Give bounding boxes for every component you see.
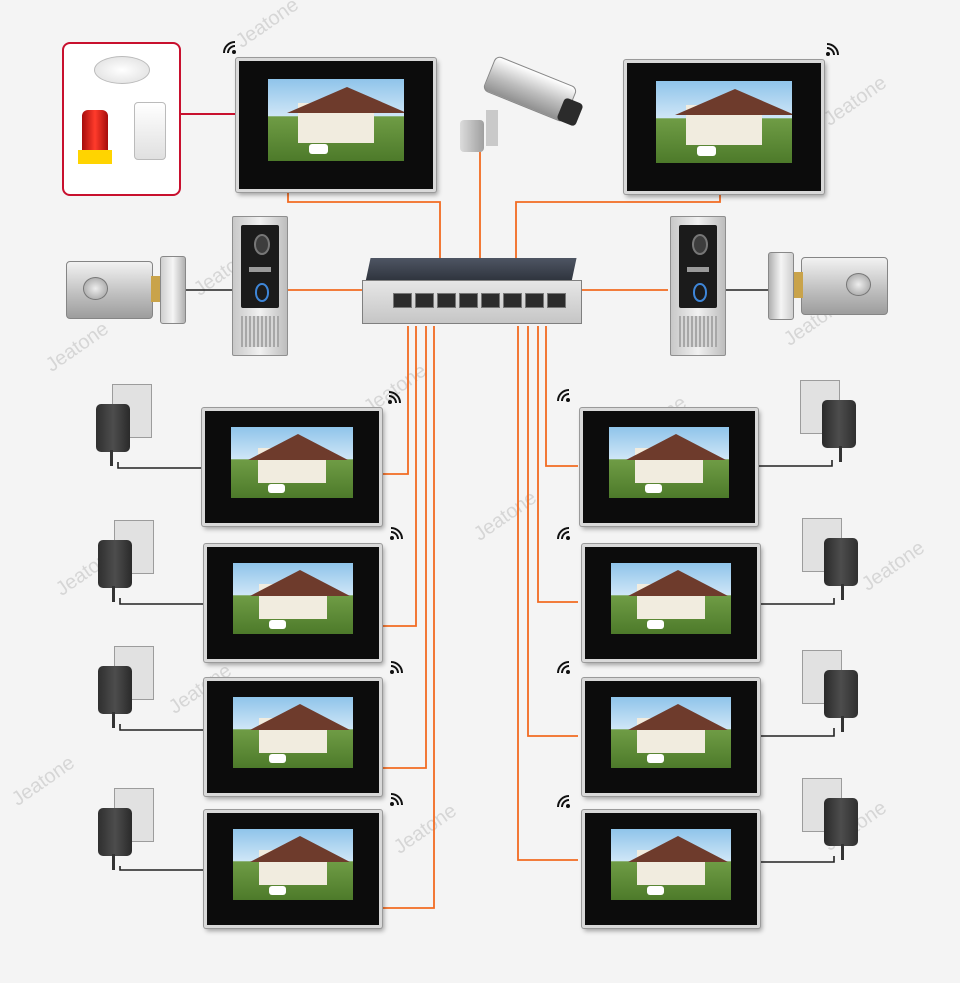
network-cable [380,326,435,909]
network-cable [537,326,578,603]
network-cable [527,326,578,737]
power-cable [117,462,202,469]
power-cable [119,724,204,731]
motion-sensor-icon [134,102,166,160]
doorbell-icon [254,283,270,303]
camera-lens [253,233,271,256]
electric-lock [66,256,186,324]
indoor-monitor [204,678,382,796]
doorbell-icon [692,283,708,303]
indoor-monitor [582,810,760,928]
switch-top [365,258,577,282]
ethernet-port [503,293,522,308]
power-cable [119,866,204,871]
network-cable [287,188,441,262]
monitor-screen [656,80,792,163]
indoor-monitor [204,544,382,662]
network-cable [380,326,427,769]
indoor-monitor [624,60,824,194]
switch-front [362,280,582,324]
wifi-icon [826,43,839,56]
monitor-screen [232,828,354,901]
indoor-monitor [582,678,760,796]
monitor-screen [231,426,353,499]
ethernet-port [393,293,412,308]
wifi-icon [390,793,403,806]
wifi-icon [390,661,403,674]
wifi-icon [557,661,570,674]
wifi-icon [223,41,236,54]
indoor-monitor [580,408,758,526]
power-adapter [800,380,860,464]
wifi-icon [557,527,570,540]
indoor-monitor [202,408,382,526]
power-cable [758,598,835,605]
network-cable [517,326,578,861]
indoor-monitor [582,544,760,662]
camera-lens [691,233,709,256]
monitor-screen [268,78,404,161]
monitor-screen [610,828,732,901]
indoor-monitor [236,58,436,192]
monitor-screen [610,696,732,769]
camera-arm [486,110,498,146]
power-adapter [92,384,152,468]
ethernet-port [547,293,566,308]
wifi-icon [557,795,570,808]
power-adapter [802,650,862,734]
ethernet-port [459,293,478,308]
cctv-camera [456,54,586,156]
network-cable [545,326,578,467]
poe-switch [362,258,582,324]
indoor-monitor [204,810,382,928]
alarm-sensors-box [62,42,181,196]
ethernet-port [437,293,456,308]
alarm-siren-icon [82,110,108,152]
power-adapter [802,778,862,862]
monitor-screen [232,562,354,635]
monitor-screen [610,562,732,635]
power-cable [758,728,835,737]
camera-mount [460,120,484,152]
wifi-icon [388,391,401,404]
power-adapter [94,646,154,730]
power-adapter [94,788,154,872]
alarm-siren-base [78,150,112,164]
power-cable [756,460,833,467]
wifi-icon [557,389,570,402]
network-cable [380,326,409,475]
outdoor-door-station [232,216,288,356]
power-cable [119,598,204,605]
electric-lock [768,252,888,320]
monitor-screen [232,696,354,769]
smoke-detector-icon [94,56,150,84]
network-cable [380,326,417,627]
wifi-icon [390,527,403,540]
ethernet-port [415,293,434,308]
ethernet-port [525,293,544,308]
power-adapter [802,518,862,602]
power-cable [758,856,835,863]
ethernet-port [481,293,500,308]
network-cable [515,188,721,262]
outdoor-door-station [670,216,726,356]
power-adapter [94,520,154,604]
monitor-screen [608,426,730,499]
